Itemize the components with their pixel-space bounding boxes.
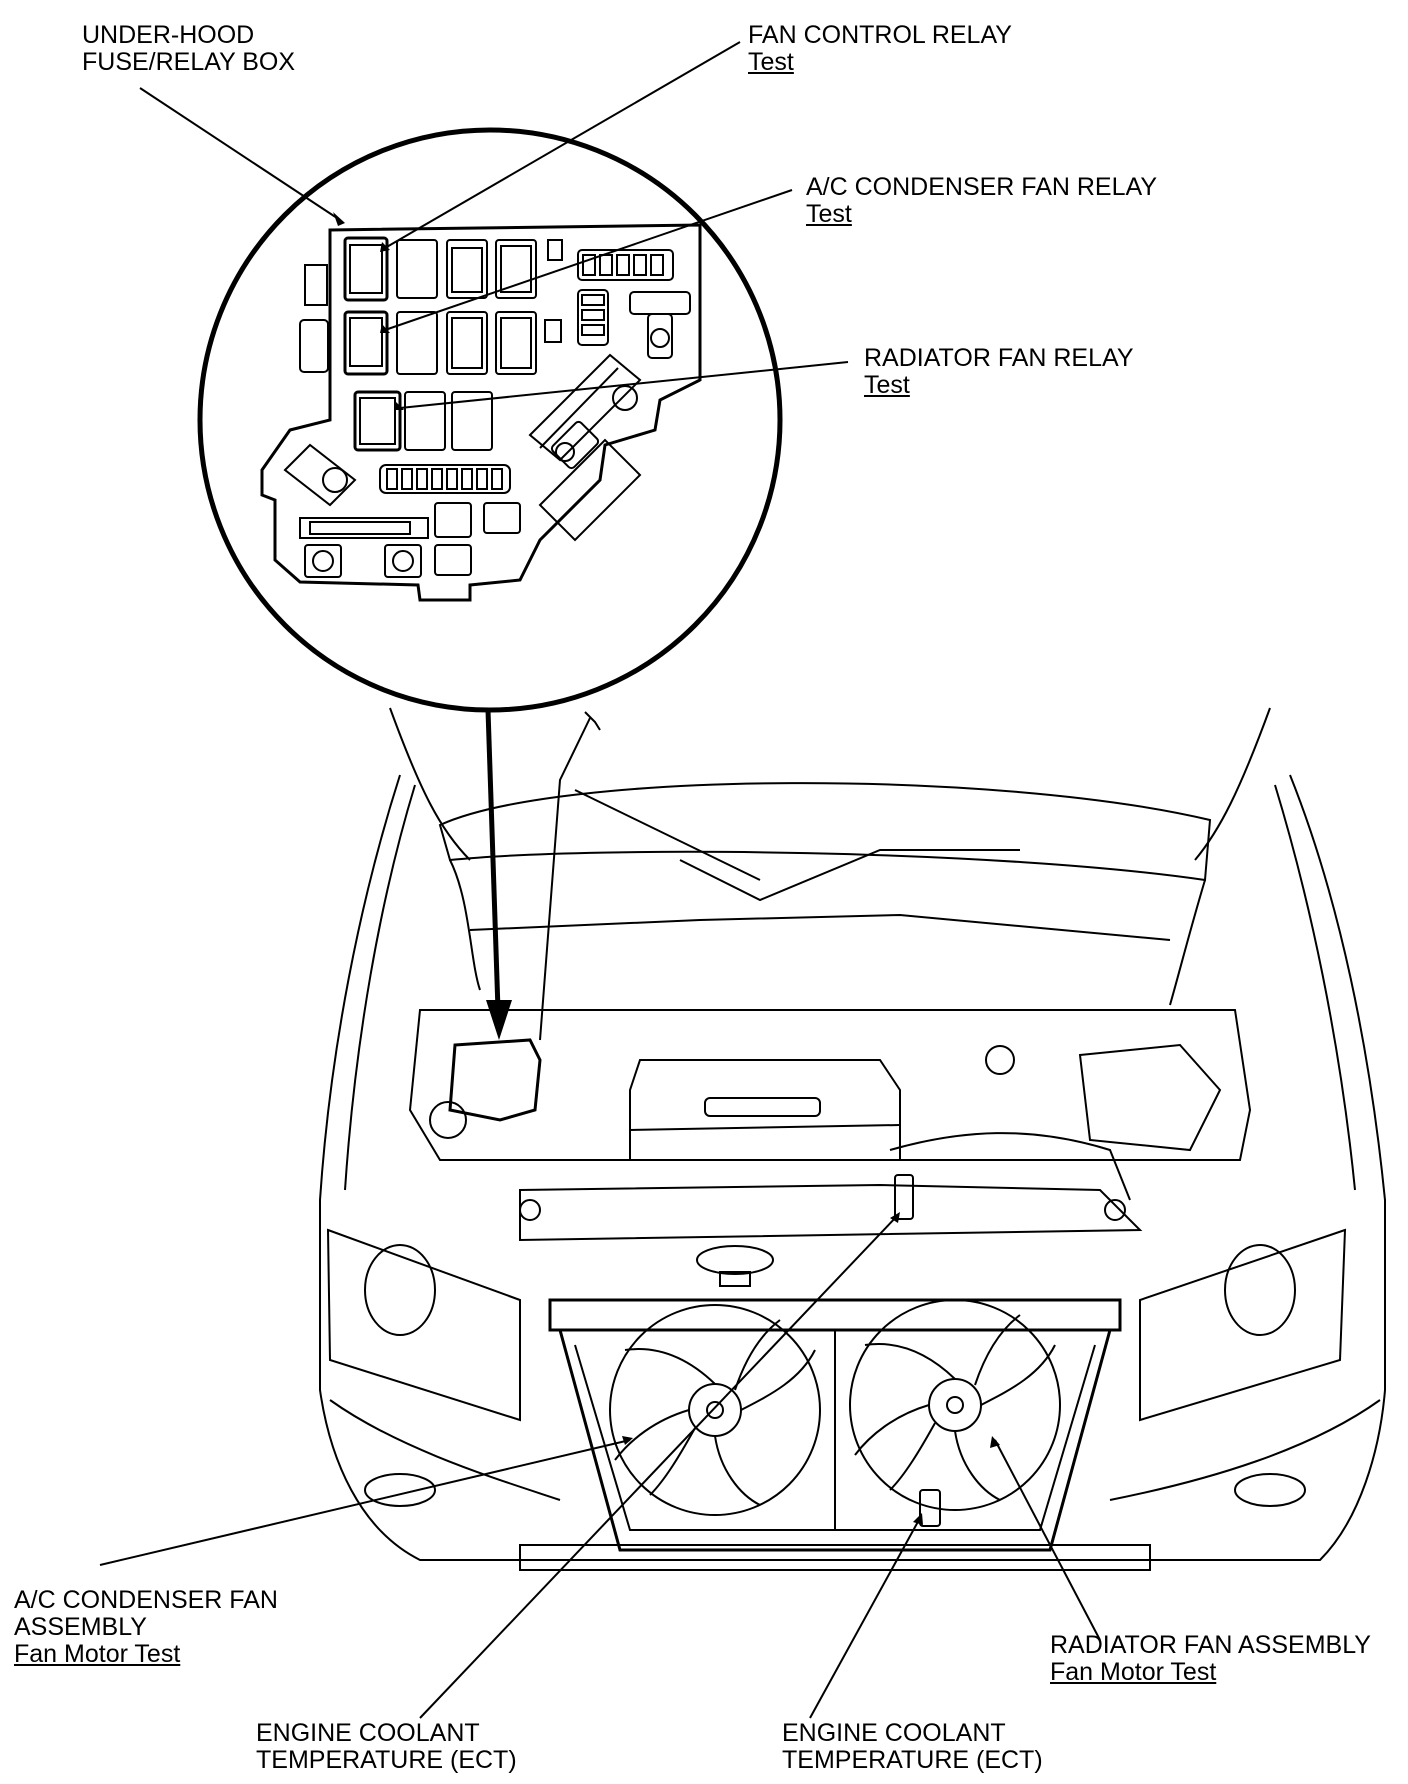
vehicle-front xyxy=(319,707,1386,1571)
ac-condenser-fan-assembly-label: A/C CONDENSER FAN ASSEMBLY Fan Motor Tes… xyxy=(14,1587,278,1668)
leader-ac-condenser-fan-relay xyxy=(384,189,793,331)
ect-sensor-1-line2: TEMPERATURE (ECT) xyxy=(256,1746,517,1774)
leader-fan-control-relay xyxy=(384,41,741,249)
ect-sensor-1-line1: ENGINE COOLANT xyxy=(256,1719,480,1747)
leader-ac-condenser-fan-assembly xyxy=(99,1439,631,1566)
ac-condenser-fan-assembly-line2: ASSEMBLY xyxy=(14,1613,147,1641)
leader-radiator-fan-relay xyxy=(399,361,849,409)
fan-control-relay-label: FAN CONTROL RELAY Test xyxy=(748,22,1012,76)
radiator-fan-relay-label: RADIATOR FAN RELAY Test xyxy=(864,345,1134,399)
fuse-box-label: UNDER-HOOD FUSE/RELAY BOX xyxy=(82,22,295,76)
leader-radiator-fan-assembly xyxy=(994,1439,1101,1641)
ect-sensor-1-label: ENGINE COOLANT TEMPERATURE (ECT) xyxy=(256,1720,517,1774)
ac-condenser-fan-relay xyxy=(343,310,389,376)
magnifier-arrow xyxy=(485,709,512,1040)
ect-sensor-2-line1: ENGINE COOLANT xyxy=(782,1719,1006,1747)
radiator-fan-relay-title: RADIATOR FAN RELAY xyxy=(864,344,1134,372)
fuse-box-label-line1: UNDER-HOOD xyxy=(82,21,255,49)
ect-sensor-lower xyxy=(919,1489,941,1527)
ac-condenser-fan-motor-test-link[interactable]: Fan Motor Test xyxy=(14,1640,181,1668)
fan-control-relay-title: FAN CONTROL RELAY xyxy=(748,21,1012,49)
fan-control-relay xyxy=(343,236,389,302)
fuse-box-label-line2: FUSE/RELAY BOX xyxy=(82,48,296,76)
radiator-fan xyxy=(849,1299,1061,1511)
radiator-fan-relay xyxy=(353,390,402,452)
radiator-fan-assembly-title: RADIATOR FAN ASSEMBLY xyxy=(1050,1631,1371,1659)
ect-sensor-2-label: ENGINE COOLANT TEMPERATURE (ECT) xyxy=(782,1720,1043,1774)
ac-condenser-fan-assembly-line1: A/C CONDENSER FAN xyxy=(14,1586,278,1614)
fan-control-relay-test-link[interactable]: Test xyxy=(748,48,794,76)
ect-sensor-upper xyxy=(894,1174,914,1220)
leader-ect-2 xyxy=(809,1517,921,1719)
leader-lines xyxy=(99,41,1101,1719)
ac-condenser-fan-relay-test-link[interactable]: Test xyxy=(806,200,852,228)
ac-condenser-fan-relay-title: A/C CONDENSER FAN RELAY xyxy=(806,173,1158,201)
leader-fuse-box xyxy=(139,87,341,221)
ect-sensor-2-line2: TEMPERATURE (ECT) xyxy=(782,1746,1043,1774)
radiator-fan-relay-test-link[interactable]: Test xyxy=(864,371,910,399)
leader-ect-1 xyxy=(419,1214,899,1719)
ac-condenser-fan-relay-label: A/C CONDENSER FAN RELAY Test xyxy=(806,174,1157,228)
ac-condenser-fan xyxy=(609,1304,821,1516)
fuse-box-magnifier xyxy=(197,127,783,713)
radiator-fan-motor-test-link[interactable]: Fan Motor Test xyxy=(1050,1658,1217,1686)
radiator-fan-assembly-label: RADIATOR FAN ASSEMBLY Fan Motor Test xyxy=(1050,1632,1371,1686)
